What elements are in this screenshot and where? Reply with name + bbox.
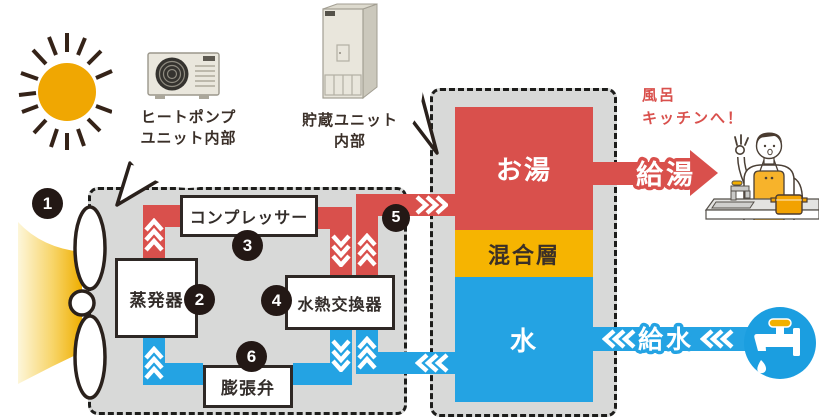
hot-supply-arrow-head xyxy=(690,150,718,196)
destination-line2: キッチンへ！ xyxy=(642,110,745,127)
tank-layer-cold: 水 xyxy=(455,277,593,402)
tank-layer-mixed-label: 混合層 xyxy=(487,242,560,268)
step-4-number: 4 xyxy=(271,290,282,310)
step-5-number: 5 xyxy=(391,209,401,226)
bubble-storage-label: 貯蔵ユニット 内部 xyxy=(277,110,423,152)
heat-exchanger-label: 水熱交換器 xyxy=(297,296,383,314)
tank-layer-hot-label: お湯 xyxy=(495,155,552,185)
step-3-number: 3 xyxy=(242,235,253,255)
faucet-icon xyxy=(744,307,816,379)
step-4-badge: 4 xyxy=(261,285,292,316)
tank-layer-mixed: 混合層 xyxy=(455,230,593,277)
hot-supply-arrow-shaft xyxy=(593,162,690,185)
destination-line1: 風呂 xyxy=(642,87,677,104)
storage-tank-unit-icon xyxy=(322,3,378,100)
bubble-storage-line1: 貯蔵ユニット xyxy=(301,112,398,129)
sun-icon xyxy=(18,33,113,150)
hot-supply-label: 給湯 xyxy=(633,156,697,194)
svg-text:給水: 給水 xyxy=(638,325,694,354)
bubble-heat-pump-label: ヒートポンプ ユニット内部 xyxy=(112,107,265,149)
step-2-number: 2 xyxy=(194,289,205,309)
tank-layer-cold-label: 水 xyxy=(509,326,538,356)
air-glow xyxy=(18,222,82,384)
step-2-badge: 2 xyxy=(184,284,215,315)
step-1-number: 1 xyxy=(42,193,53,213)
water-drop-icon xyxy=(757,360,767,374)
step-1-badge: 1 xyxy=(32,188,63,219)
expansion-valve-label: 膨張弁 xyxy=(221,379,275,398)
ok-hand xyxy=(734,134,749,146)
water-supply-label: 給水 xyxy=(634,322,694,358)
expansion-valve-box: 膨張弁 xyxy=(203,365,293,408)
fan-icon xyxy=(68,205,107,400)
compressor-label: コンプレッサー xyxy=(189,210,309,227)
step-3-badge: 3 xyxy=(232,230,263,261)
destination-text: 風呂 キッチンへ！ xyxy=(642,84,744,130)
heat-pump-outdoor-unit-icon xyxy=(147,52,220,99)
pipe-compressor-to-exchanger xyxy=(318,207,352,229)
tank-layer-hot: お湯 xyxy=(455,107,593,230)
bubble-storage-line2: 内部 xyxy=(333,133,366,150)
svg-text:給湯: 給湯 xyxy=(636,159,696,190)
bubble-heat-pump-line2: ユニット内部 xyxy=(140,130,237,147)
kitchen-person-illustration xyxy=(704,132,819,220)
step-5-badge: 5 xyxy=(382,204,410,232)
step-6-badge: 6 xyxy=(236,341,267,372)
evaporator-label: 蒸発器 xyxy=(129,290,184,310)
step-6-number: 6 xyxy=(246,346,257,366)
heat-exchanger-box: 水熱交換器 xyxy=(285,275,395,330)
bubble-heat-pump-line1: ヒートポンプ xyxy=(140,109,237,126)
